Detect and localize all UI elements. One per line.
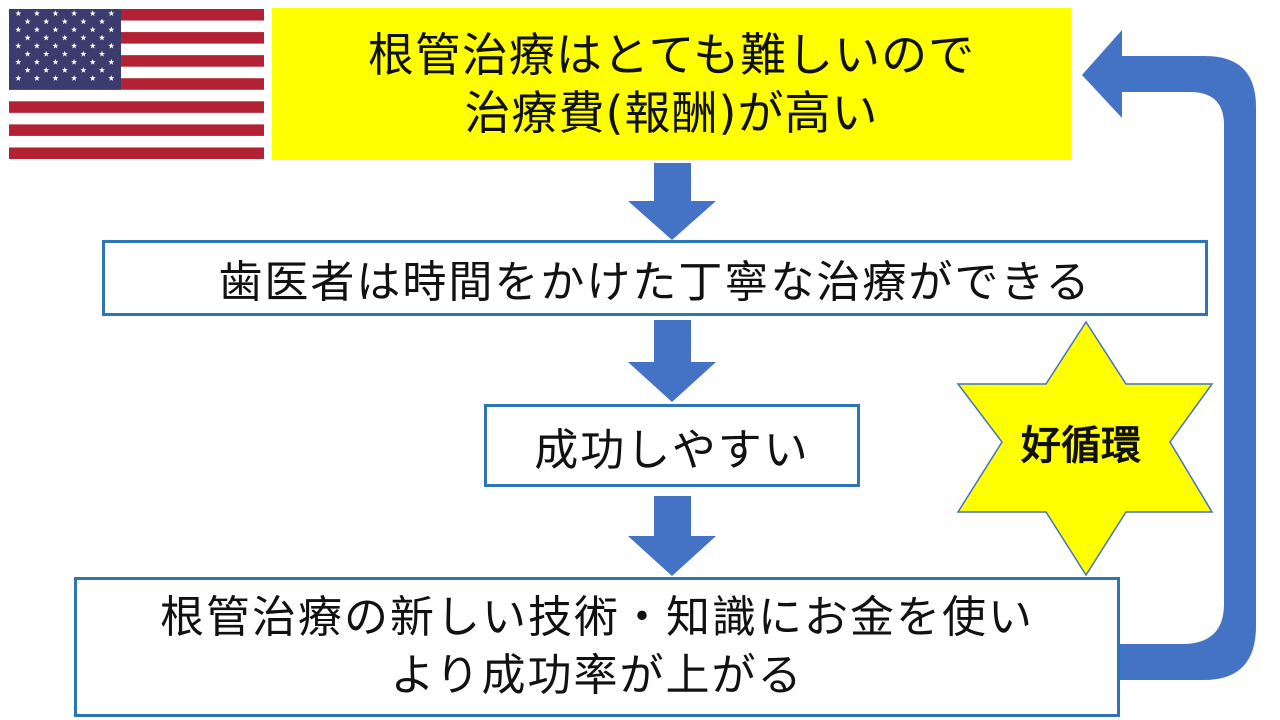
virtuous-cycle-label: 好循環: [1021, 423, 1141, 469]
investment-box: 根管治療の新しい技術・知識にお金を使い より成功率が上がる: [74, 577, 1120, 717]
down-arrow-icon: [628, 320, 716, 402]
down-arrow-icon: [628, 496, 716, 576]
down-arrow-icon: [628, 163, 716, 240]
success-text: 成功しやすい: [534, 424, 810, 476]
cause-box: 根管治療はとても難しいので 治療費(報酬)が高い: [272, 8, 1071, 160]
cause-line-2: 治療費(報酬)が高い: [464, 86, 879, 140]
success-box: 成功しやすい: [484, 404, 860, 487]
dentist-time-box: 歯医者は時間をかけた丁寧な治療ができる: [102, 240, 1208, 316]
loop-arrow-icon: [1082, 30, 1256, 680]
dentist-time-text: 歯医者は時間をかけた丁寧な治療ができる: [218, 257, 1092, 308]
star-icon: [956, 320, 1214, 577]
investment-line-1: 根管治療の新しい技術・知識にお金を使い: [160, 592, 1034, 643]
cause-line-1: 根管治療はとても難しいので: [367, 28, 976, 82]
investment-line-2: より成功率が上がる: [390, 650, 804, 701]
